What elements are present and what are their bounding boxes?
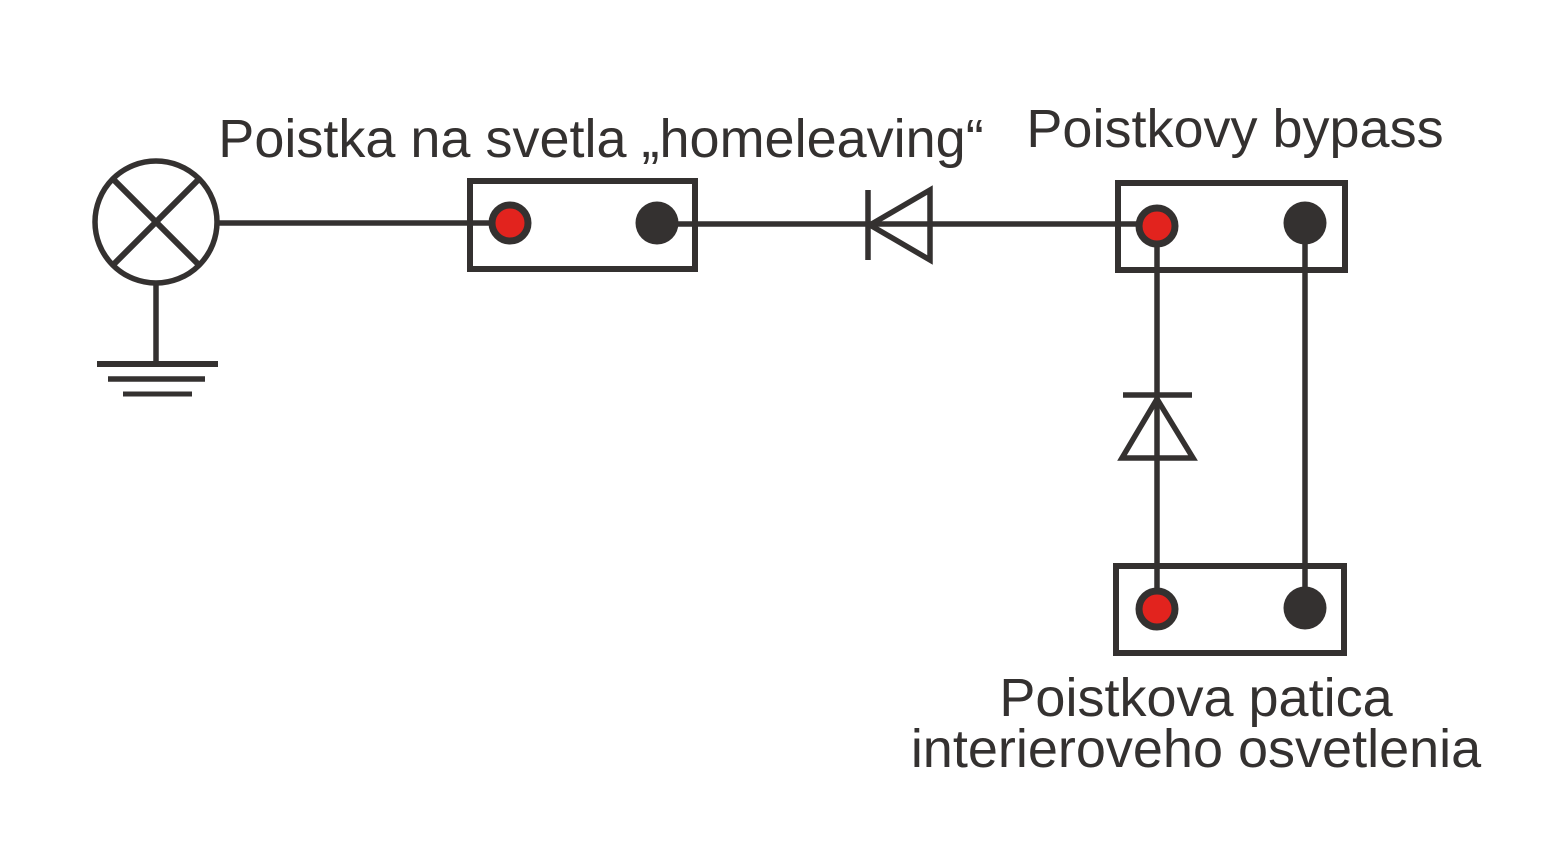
terminal-black	[1283, 201, 1327, 245]
lamp-circle	[92, 158, 220, 286]
diode-vertical-triangle	[1117, 393, 1198, 461]
terminal-red	[1135, 204, 1179, 248]
wires	[153, 220, 1308, 609]
fuse-socket-interior-lighting	[1113, 563, 1347, 656]
diode-horizontal-icon	[864, 185, 933, 265]
label-fuse-homeleaving: Poistka na svetla „homeleaving“	[218, 109, 983, 169]
fuse-bypass-box	[1115, 180, 1348, 273]
lamp-icon	[92, 158, 220, 286]
fuse-box-homeleaving	[467, 178, 698, 272]
terminal-black	[635, 201, 679, 245]
ground-icon	[97, 361, 218, 397]
label-fuse-bypass: Poistkovy bypass	[1026, 99, 1443, 159]
fuse-bypass-box-outline	[1115, 180, 1348, 273]
terminal-red	[1135, 587, 1179, 631]
fuse-box-homeleaving-outline	[467, 178, 698, 272]
diode-horizontal-triangle	[864, 185, 933, 265]
fuse-socket-outline	[1113, 563, 1347, 656]
lamp-cross-diagonal-2	[110, 176, 202, 268]
label-fuse-socket-line1: Poistkova patica	[999, 668, 1393, 728]
terminal-black	[1283, 586, 1327, 630]
label-fuse-socket-line2: interieroveho osvetlenia	[911, 719, 1482, 779]
terminal-red	[488, 201, 532, 245]
diode-vertical-icon	[1117, 392, 1198, 461]
